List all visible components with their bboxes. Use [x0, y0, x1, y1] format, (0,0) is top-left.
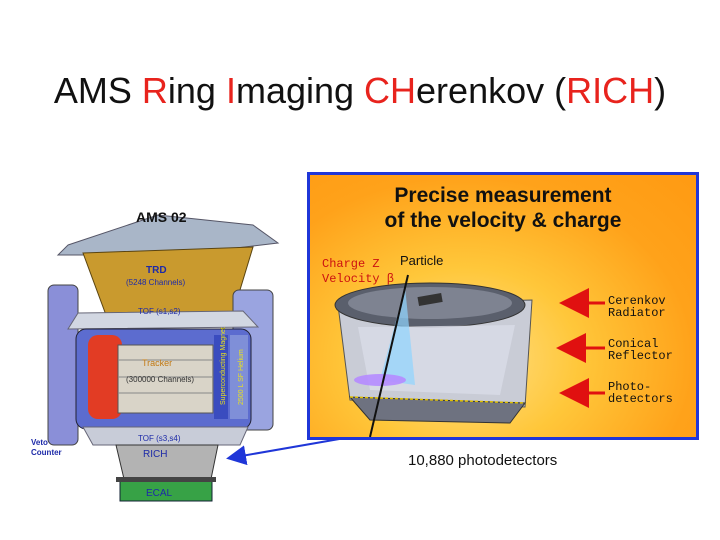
tof-top-plate	[67, 310, 260, 330]
rich-pointer-line	[226, 437, 346, 466]
title-part-0: AMS	[53, 70, 142, 111]
tracker-box	[117, 344, 214, 414]
veto-label-2: Counter	[31, 448, 62, 457]
title-part-5: CH	[364, 70, 417, 111]
title-part-3: I	[225, 70, 236, 111]
photodetector-label-line1: Photo-	[608, 380, 652, 394]
reflector-label-line1: Conical	[608, 337, 659, 351]
photodetector-count-caption: 10,880 photodetectors	[408, 452, 558, 469]
ring-image	[354, 374, 406, 386]
ams-name-label: AMS 02	[136, 209, 187, 225]
slide-title: AMS Ring Imaging CHerenkov (RICH)	[0, 70, 720, 112]
headline-line2: of the velocity & charge	[384, 209, 622, 232]
reflector-label-line2: Reflector	[608, 349, 673, 363]
magnet-label: Superconducting Magnet	[220, 327, 227, 405]
magnet-strip	[214, 335, 228, 419]
tracker-channels-label: (300000 Channels)	[126, 375, 194, 384]
helium-label: 2500 L SF Helium	[238, 349, 245, 405]
velocity-label: Velocity β	[322, 272, 395, 286]
ams-detector-drawing: AMS 02 TRD (5248 Channels) TOF (s1,s2) T…	[31, 209, 280, 502]
photodetector-label-line2: detectors	[608, 392, 673, 406]
panel-headline: Precise measurement of the velocity & ch…	[310, 183, 696, 233]
charge-label: Charge Z	[322, 257, 380, 271]
particle-track	[369, 274, 409, 437]
radiator-label-line2: Radiator	[608, 306, 666, 320]
magnet-coil-left	[88, 335, 122, 419]
veto-label-1: Veto	[31, 438, 48, 447]
tof-bottom-plate	[82, 426, 249, 446]
title-part-4: maging	[235, 70, 365, 111]
tof-bottom-label: TOF (s3,s4)	[138, 434, 181, 443]
title-part-8: )	[654, 70, 667, 111]
ams-detector-illustration: AMS 02 TRD (5248 Channels) TOF (s1,s2) T…	[28, 195, 288, 505]
tof-top-label: TOF (s1,s2)	[138, 307, 181, 316]
trd-label: TRD	[146, 265, 167, 276]
radiator-label: Cerenkov Radiator	[608, 295, 666, 319]
trd-channels-label: (5248 Channels)	[126, 278, 185, 287]
helium-strip	[230, 335, 248, 419]
tracker-label: Tracker	[142, 358, 172, 368]
radiator-label-line1: Cerenkov	[608, 294, 666, 308]
top-cap	[56, 214, 280, 256]
ecal-label: ECAL	[146, 488, 173, 499]
reflector-label: Conical Reflector	[608, 338, 673, 362]
particle-label: Particle	[400, 253, 444, 268]
title-part-7: RICH	[566, 70, 655, 111]
photodetector-label: Photo- detectors	[608, 381, 673, 405]
charge-velocity-text: Charge Z Velocity β	[322, 257, 394, 287]
rich-label: RICH	[143, 449, 167, 460]
rich-detail-panel: Precise measurement of the velocity & ch…	[307, 172, 699, 440]
rich-cutaway-drawing	[334, 274, 605, 437]
title-part-1: R	[141, 70, 168, 111]
title-part-6: erenkov (	[416, 70, 567, 111]
headline-line1: Precise measurement	[394, 184, 612, 207]
title-part-2: ing	[167, 70, 226, 111]
